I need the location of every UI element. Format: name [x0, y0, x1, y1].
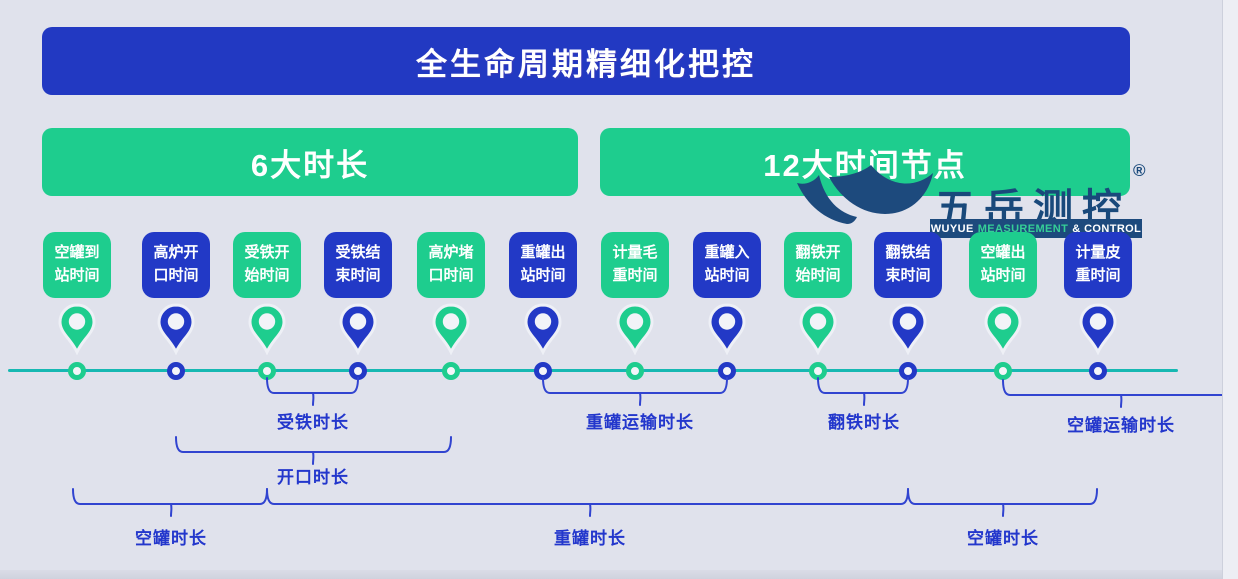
timeline-axis	[8, 369, 1178, 372]
event-box-line1: 计量皮	[1075, 244, 1121, 261]
timeline-dot	[349, 361, 367, 380]
timeline-dot	[1089, 361, 1107, 380]
logo-swoosh-icon	[797, 165, 933, 224]
map-pin-icon	[1079, 303, 1117, 355]
event-box-12: 计量皮重时间	[1064, 232, 1132, 298]
map-pin-icon	[157, 303, 195, 355]
event-box-9: 翻铁开始时间	[784, 232, 852, 298]
timeline-dot	[899, 361, 917, 380]
page-title: 全生命周期精细化把控	[42, 27, 1130, 95]
event-box-line1: 重罐出	[520, 244, 566, 261]
timeline-dot	[994, 361, 1012, 380]
logo-en-highlight: MEASUREMENT	[977, 222, 1069, 235]
banner-durations: 6大时长	[42, 128, 578, 196]
event-box-line1: 高炉开	[153, 244, 199, 261]
event-box-line1: 翻铁结	[885, 244, 931, 261]
event-box-line2: 口时间	[428, 267, 474, 284]
event-box-line2: 始时间	[795, 267, 841, 284]
duration-label: 翻铁时长	[828, 413, 900, 432]
event-box-line1: 翻铁开	[795, 244, 841, 261]
event-box-7: 计量毛重时间	[601, 232, 669, 298]
event-box-line2: 重时间	[612, 267, 658, 284]
duration-label: 空罐运输时长	[1067, 416, 1175, 435]
event-box-1: 空罐到站时间	[43, 232, 111, 298]
event-box-6: 重罐出站时间	[509, 232, 577, 298]
event-box-3: 受铁开始时间	[233, 232, 301, 298]
map-pin-icon	[799, 303, 837, 355]
duration-label: 受铁时长	[277, 413, 349, 432]
event-box-line1: 高炉堵	[428, 244, 474, 261]
event-box-line2: 束时间	[885, 267, 931, 284]
map-pin-icon	[432, 303, 470, 355]
event-box-line1: 空罐出	[980, 244, 1026, 261]
logo-en-prefix: WUYUE	[930, 222, 974, 235]
map-pin-icon	[708, 303, 746, 355]
duration-label: 空罐时长	[967, 529, 1039, 548]
logo-en-suffix: & CONTROL	[1072, 222, 1142, 235]
timeline-dot	[534, 361, 552, 380]
bracket-brace	[175, 436, 452, 465]
event-box-11: 空罐出站时间	[969, 232, 1037, 298]
map-pin-icon	[58, 303, 96, 355]
event-box-line2: 口时间	[153, 267, 199, 284]
duration-label: 重罐时长	[554, 529, 626, 548]
event-box-5: 高炉堵口时间	[417, 232, 485, 298]
timeline-dot	[442, 361, 460, 380]
bottom-edge-shadow	[0, 570, 1222, 579]
event-box-line1: 空罐到	[54, 244, 100, 261]
bracket-brace	[542, 377, 728, 406]
duration-label: 重罐运输时长	[586, 413, 694, 432]
duration-label: 空罐时长	[135, 529, 207, 548]
event-box-line2: 站时间	[54, 267, 100, 284]
event-box-line2: 站时间	[980, 267, 1026, 284]
event-box-line1: 计量毛	[612, 244, 658, 261]
event-box-line2: 重时间	[1075, 267, 1121, 284]
map-pin-icon	[616, 303, 654, 355]
timeline-dot	[718, 361, 736, 380]
duration-label: 开口时长	[277, 468, 349, 487]
map-pin-icon	[339, 303, 377, 355]
timeline-dot	[809, 361, 827, 380]
company-logo: 五岳测控 ® WUYUE MEASUREMENT & CONTROL	[795, 155, 1165, 245]
map-pin-icon	[889, 303, 927, 355]
event-box-8: 重罐入站时间	[693, 232, 761, 298]
bracket-brace	[266, 488, 909, 517]
right-edge-panel	[1222, 0, 1238, 579]
bracket-brace	[1002, 379, 1233, 408]
registered-trademark-icon: ®	[1133, 161, 1146, 180]
event-box-line1: 受铁开	[244, 244, 290, 261]
event-box-line1: 受铁结	[335, 244, 381, 261]
map-pin-icon	[524, 303, 562, 355]
event-box-line2: 束时间	[335, 267, 381, 284]
event-box-line2: 站时间	[704, 267, 750, 284]
bracket-brace	[817, 377, 909, 406]
timeline-dot	[167, 361, 185, 380]
event-box-10: 翻铁结束时间	[874, 232, 942, 298]
bracket-brace	[907, 488, 1098, 517]
map-pin-icon	[248, 303, 286, 355]
bracket-brace	[72, 488, 268, 517]
event-box-line2: 始时间	[244, 267, 290, 284]
timeline-dot	[258, 361, 276, 380]
timeline-dot	[68, 361, 86, 380]
event-box-4: 受铁结束时间	[324, 232, 392, 298]
map-pin-icon	[984, 303, 1022, 355]
timeline-dot	[626, 361, 644, 380]
bracket-brace	[266, 377, 359, 406]
event-box-line2: 站时间	[520, 267, 566, 284]
event-box-line1: 重罐入	[704, 244, 750, 261]
event-box-2: 高炉开口时间	[142, 232, 210, 298]
